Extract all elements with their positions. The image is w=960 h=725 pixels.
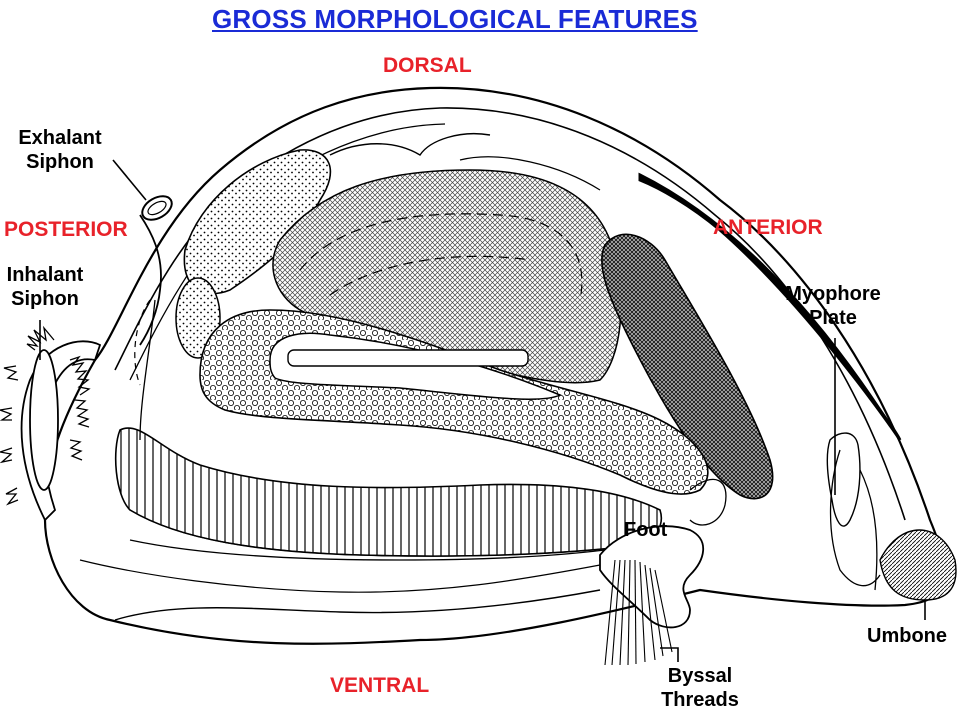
label-inhalant-siphon: Inhalant Siphon — [0, 263, 90, 311]
label-dorsal: DORSAL — [383, 54, 472, 77]
umbone — [879, 529, 957, 601]
label-myophore-plate: Myophore Plate — [776, 282, 890, 330]
label-umbone: Umbone — [867, 625, 947, 647]
gill-lower — [129, 509, 641, 557]
label-exhalant-siphon: Exhalant Siphon — [16, 126, 104, 174]
intestine — [287, 349, 529, 367]
ventral-margin-line — [114, 589, 601, 621]
label-anterior: ANTERIOR — [713, 216, 823, 239]
diagram-title: GROSS MORPHOLOGICAL FEATURES — [212, 4, 698, 34]
label-foot: Foot — [624, 519, 668, 541]
label-byssal-threads-line-1: Byssal — [667, 665, 733, 687]
label-exhalant-siphon-line-1: Exhalant — [18, 127, 102, 149]
label-ventral: VENTRAL — [330, 674, 430, 697]
anterior-adductor — [601, 233, 774, 500]
label-posterior: POSTERIOR — [4, 218, 128, 241]
label-inhalant-siphon-line-2: Siphon — [11, 288, 79, 310]
label-myophore-plate-line-1: Myophore — [785, 283, 881, 305]
ventral-margin-line-2 — [79, 559, 601, 593]
label-myophore-plate-line-2: Plate — [809, 307, 857, 329]
byssal-threads — [604, 559, 673, 666]
hinge-ligament — [638, 172, 902, 441]
exhalant-siphon-tube — [139, 214, 162, 346]
label-byssal-threads: Byssal Threads — [660, 664, 740, 712]
label-exhalant-siphon-line-2: Siphon — [26, 151, 94, 173]
label-byssal-threads-line-2: Threads — [661, 689, 739, 711]
leader-lines — [39, 159, 926, 662]
label-inhalant-siphon-line-1: Inhalant — [6, 264, 84, 286]
inhalant-siphon-opening — [29, 349, 59, 491]
